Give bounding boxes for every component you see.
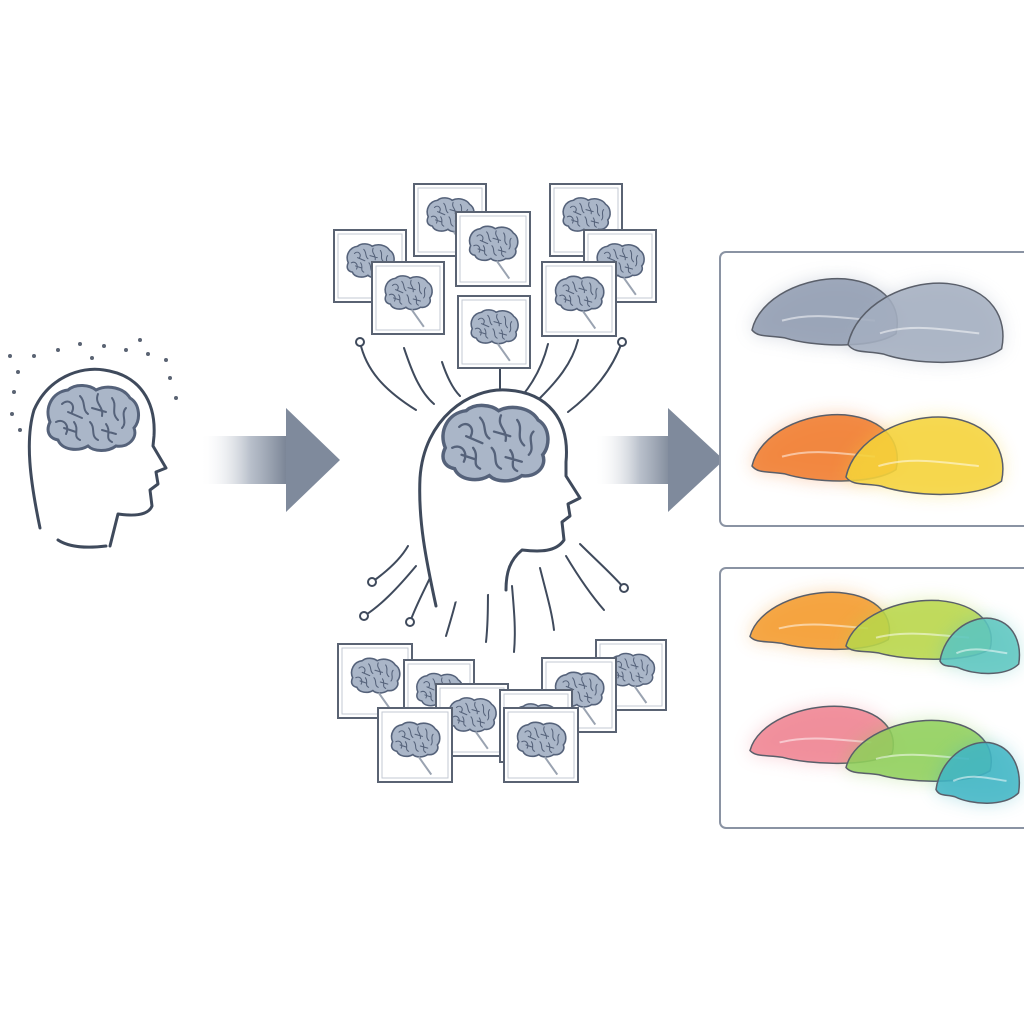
dot [10,412,14,416]
connector-node [619,583,629,593]
connector-line [565,555,605,611]
dot [18,428,22,432]
tile-group-bottom [337,639,667,783]
brain-scan-tile-icon [377,707,453,783]
dot [174,396,178,400]
scatter-dots [8,338,178,432]
right-arrow-icon [200,408,340,512]
brain-region-shape-icon [935,741,1021,804]
connector-node [367,577,377,587]
connector-line [539,567,555,631]
connector-node [355,337,365,347]
connector-line [441,361,461,397]
brain-scan-tile-icon [457,295,531,369]
central-head-icon [418,388,582,608]
dot [138,338,142,342]
dot [12,390,16,394]
dot [168,376,172,380]
dot [78,342,82,346]
dot [102,344,106,348]
input-head-icon [27,367,168,549]
brain-icon [390,721,441,758]
brain-icon [516,721,567,758]
brain-icon [554,275,605,312]
brain-region-shape-icon [845,416,1004,496]
brain-icon [384,275,433,311]
tile-group-top [333,183,657,369]
brain-icon [448,697,497,733]
dot [164,358,168,362]
brain-scan-tile-icon [337,643,413,719]
connector-line [567,341,623,413]
brain-scan-tile-icon [503,707,579,783]
connector-node [359,611,369,621]
brain-scan-tile-icon [371,261,445,335]
dot [16,370,20,374]
connector-line [511,585,516,653]
connector-node [405,617,415,627]
connector-lines [355,337,629,653]
brain-scan-tile-icon [541,261,617,337]
connector-line [371,545,409,583]
dot [32,354,36,358]
brain-icon [470,309,519,345]
panel-top [719,251,1024,527]
brain-scan-tile-icon [455,211,531,287]
brain-icon [562,197,611,233]
connector-line [359,341,417,411]
connector-line [539,339,579,399]
connector-line [403,347,435,405]
dot [56,348,60,352]
panel-bottom [719,567,1024,829]
connector-node [617,337,627,347]
dot [8,354,12,358]
dot [124,348,128,352]
dot [90,356,94,360]
brain-region-shape-icon [847,282,1004,364]
brain-region-shape-icon [939,617,1021,675]
connector-line [363,565,417,617]
brain-icon [46,383,141,452]
brain-icon [350,657,401,694]
dot [146,352,150,356]
right-arrow-icon [594,408,724,512]
connector-line [579,543,625,589]
brain-icon [441,403,550,483]
brain-icon [468,225,519,262]
